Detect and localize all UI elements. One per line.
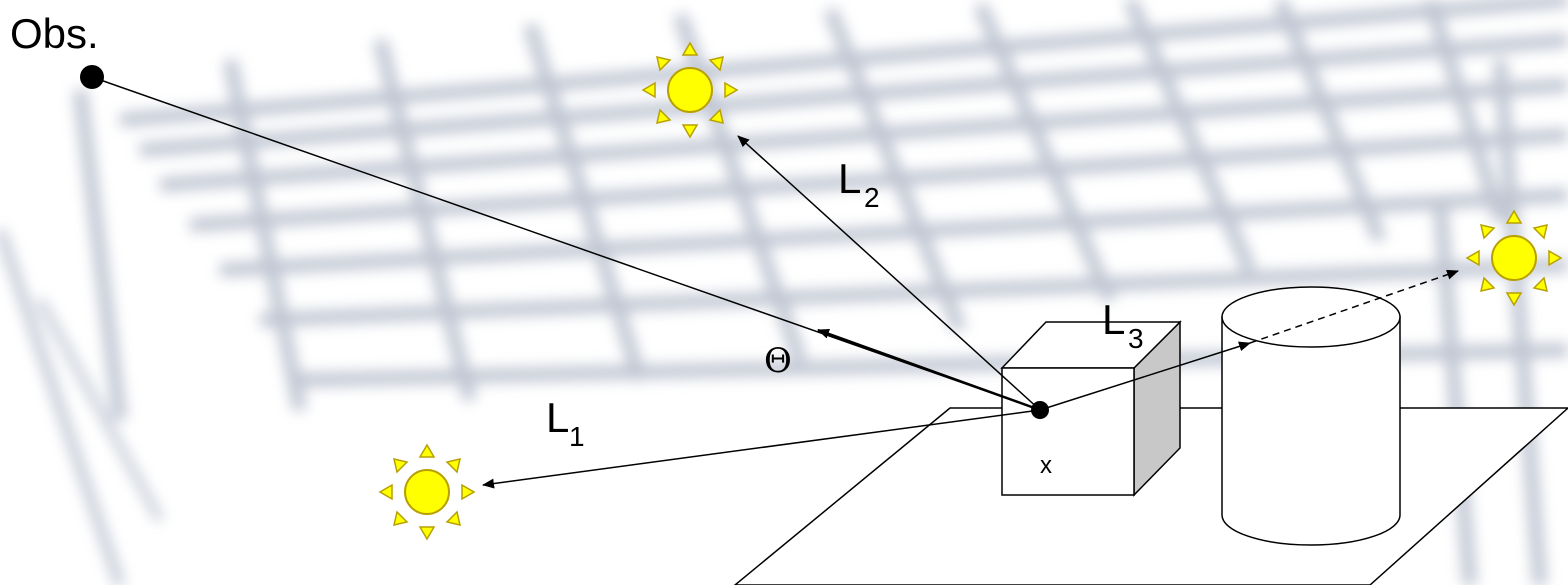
observer-dot — [80, 65, 104, 89]
observer-label: Obs. — [10, 10, 99, 57]
theta-label: Θ — [764, 341, 792, 381]
surface-point-dot — [1031, 401, 1049, 419]
light3-ray — [1039, 341, 1251, 411]
view-ray — [91, 76, 1041, 411]
point-label: x — [1040, 452, 1052, 479]
light2-ray — [737, 135, 1041, 411]
cylinder — [1221, 286, 1401, 546]
light3-label: L — [1102, 296, 1125, 343]
light1-label: L — [546, 394, 569, 441]
rays — [91, 76, 1459, 489]
light2-label: L — [838, 155, 861, 202]
light3-occluded-ray — [1249, 269, 1459, 344]
theta-arrow — [817, 328, 1041, 412]
cube — [1000, 320, 1182, 497]
light1-subscript: 1 — [569, 421, 585, 452]
light1-ray — [482, 409, 1041, 489]
light2-subscript: 2 — [864, 182, 880, 213]
sun-icon — [379, 444, 475, 540]
light3-subscript: 3 — [1128, 323, 1144, 354]
